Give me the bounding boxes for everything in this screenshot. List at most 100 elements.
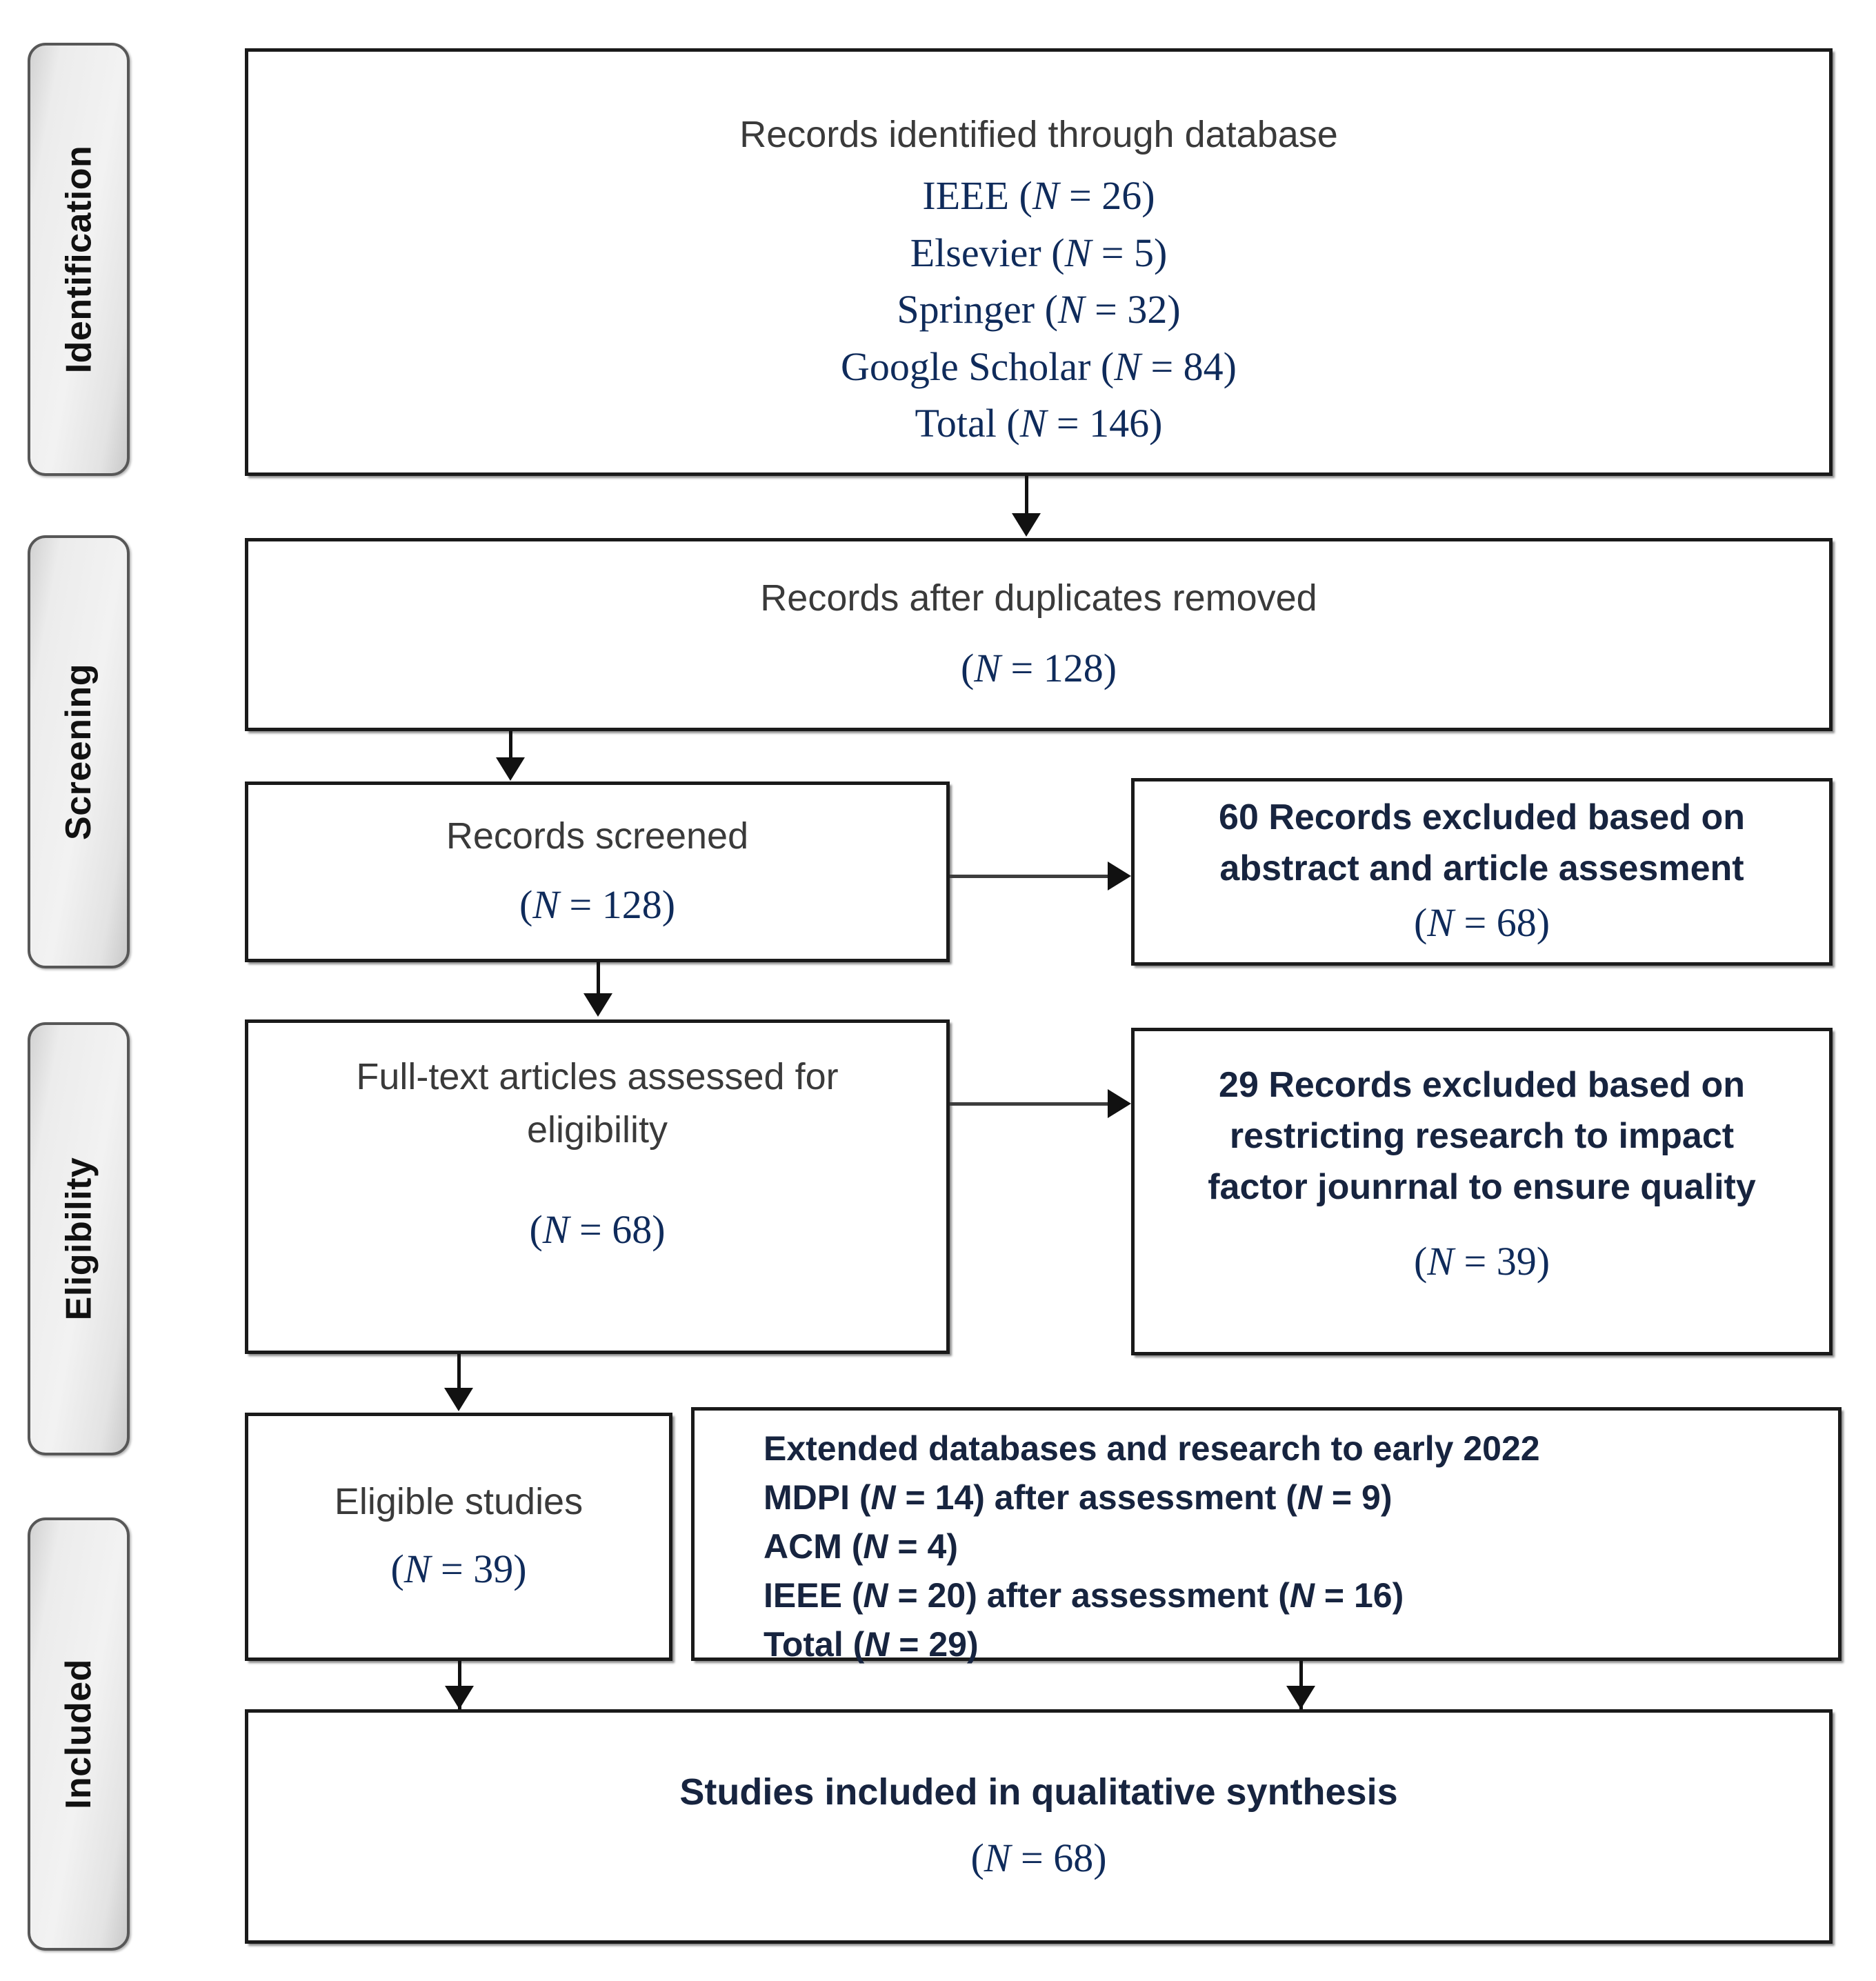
count-value: 128 [601,882,662,928]
n-symbol: N [974,646,1001,691]
n-value-total: 146 [1089,400,1150,446]
arrowhead-screened-to-fulltext [583,993,612,1017]
connector-screened-to-fulltext [597,962,600,995]
n-symbol: N [403,1546,431,1592]
excluded-impact-line2: restricting research to impact [1229,1115,1735,1156]
records-identified-heading: Records identified through database [739,113,1338,155]
arrowhead-eligible-to-included [445,1686,474,1709]
box-extended-databases: Extended databases and research to early… [691,1407,1842,1664]
paren-open: ( [1413,899,1428,945]
records-screened-heading: Records screened [446,815,749,857]
stage-label-screening: Screening [28,535,130,968]
stage-label-eligibility-text: Eligibility [59,1157,99,1321]
equals-sign: = [430,1546,474,1592]
records-identified-row-total: Total (N = 146) [915,400,1163,446]
stage-label-eligibility: Eligibility [28,1022,130,1455]
paren-open: ( [390,1546,404,1592]
excluded-abstract-line1: 60 Records excluded based on [1219,797,1745,837]
box-excluded-abstract: 60 Records excluded based on abstract an… [1131,778,1833,966]
mdpi-mid: = 14) after assessment ( [895,1478,1297,1517]
paren-close: ) [1536,1239,1550,1284]
arrowhead-screened-to-excluded-abstract [1108,862,1131,890]
equals-sign: = [569,1207,612,1253]
box-full-text-assessed: Full-text articles assessed for eligibil… [245,1019,950,1354]
extended-databases-line-acm: ACM (N = 4) [764,1522,958,1571]
records-identified-row-elsevier: Elsevier (N = 5) [910,230,1168,275]
full-text-line2: eligibility [526,1108,668,1151]
records-identified-row-ieee: IEEE (N = 26) [922,173,1155,219]
ieee-end: = 16) [1314,1576,1404,1615]
arrowhead-fulltext-to-eligible [444,1388,473,1411]
count-value: 68 [1053,1835,1094,1881]
box-studies-included-qualitative-synthesis: Studies included in qualitative synthesi… [245,1709,1833,1944]
arrowhead-identification-to-duplicates [1012,513,1041,537]
excluded-impact-count: (N = 39) [1135,1233,1829,1290]
equals-sign: = [1000,646,1044,691]
source-name-elsevier: Elsevier [910,230,1041,275]
acm-label: ACM ( [764,1527,864,1566]
source-name-ieee: IEEE [922,173,1010,219]
full-text-line1: Full-text articles assessed for [356,1056,839,1097]
connector-fulltext-to-eligible [457,1354,461,1390]
n-symbol: N [1019,400,1047,446]
ieee-label: IEEE ( [764,1576,864,1615]
records-identified-row-google-scholar: Google Scholar (N = 84) [841,344,1237,389]
stage-label-identification: Identification [28,43,130,476]
box-records-identified: Records identified through database IEEE… [245,48,1833,476]
records-identified-row-springer: Springer (N = 32) [897,287,1181,332]
equals-sign: = [1453,899,1497,945]
excluded-abstract-count: (N = 68) [1135,895,1829,951]
stage-label-identification-text: Identification [59,145,99,374]
connector-identification-to-duplicates [1025,476,1028,516]
count-value: 39 [1496,1239,1537,1284]
eligible-studies-heading: Eligible studies [334,1481,583,1523]
excluded-impact-line3: factor jounrnal to ensure quality [1208,1166,1756,1207]
arrowhead-duplicates-to-screened [496,757,525,781]
extended-databases-line-ieee: IEEE (N = 20) after assessment (N = 16) [764,1571,1404,1620]
excluded-abstract-line2: abstract and article assesment [1219,848,1744,888]
n-symbol: N [1032,173,1059,219]
n-symbol: N [870,1478,896,1517]
n-value-google-scholar: 84 [1183,344,1224,389]
paren-open: ( [960,646,975,691]
paren-close: ) [652,1207,666,1253]
n-symbol: N [863,1576,888,1615]
full-text-count: (N = 68) [248,1202,946,1258]
arrowhead-fulltext-to-excluded-impact [1108,1089,1131,1118]
stage-label-screening-text: Screening [59,664,99,840]
n-symbol: N [1289,1576,1315,1615]
paren-open: ( [529,1207,543,1253]
mdpi-label: MDPI ( [764,1478,871,1517]
included-synthesis-heading: Studies included in qualitative synthesi… [679,1771,1398,1813]
n-symbol: N [532,882,559,928]
count-value: 68 [1496,899,1537,945]
paren-close: ) [1093,1835,1107,1881]
paren-close: ) [1536,899,1550,945]
connector-screened-to-excluded-abstract [950,875,1110,878]
equals-sign: = [1453,1239,1497,1284]
n-symbol: N [1114,344,1141,389]
n-symbol: N [864,1625,890,1664]
equals-sign: = [559,882,602,928]
n-symbol: N [1427,1239,1454,1284]
equals-sign: = [1010,1835,1054,1881]
n-value-elsevier: 5 [1133,230,1154,275]
extended-databases-line1: Extended databases and research to early… [764,1429,1540,1468]
source-name-total: Total [915,400,997,446]
box-eligible-studies: Eligible studies (N = 39) [245,1413,672,1661]
n-symbol: N [1064,230,1092,275]
paren-close: ) [1103,646,1117,691]
stage-label-included: Included [28,1517,130,1951]
paren-open: ( [519,882,533,928]
paren-open: ( [970,1835,984,1881]
included-synthesis-count: (N = 68) [248,1830,1829,1887]
excluded-impact-line1: 29 Records excluded based on [1219,1065,1745,1105]
box-records-screened: Records screened (N = 128) [245,782,950,962]
count-value: 128 [1043,646,1104,691]
source-name-google-scholar: Google Scholar [841,344,1091,389]
extended-databases-line-total: Total (N = 29) [764,1620,979,1669]
n-symbol: N [1297,1478,1323,1517]
paren-open: ( [1413,1239,1428,1284]
acm-end: = 4) [888,1527,958,1566]
